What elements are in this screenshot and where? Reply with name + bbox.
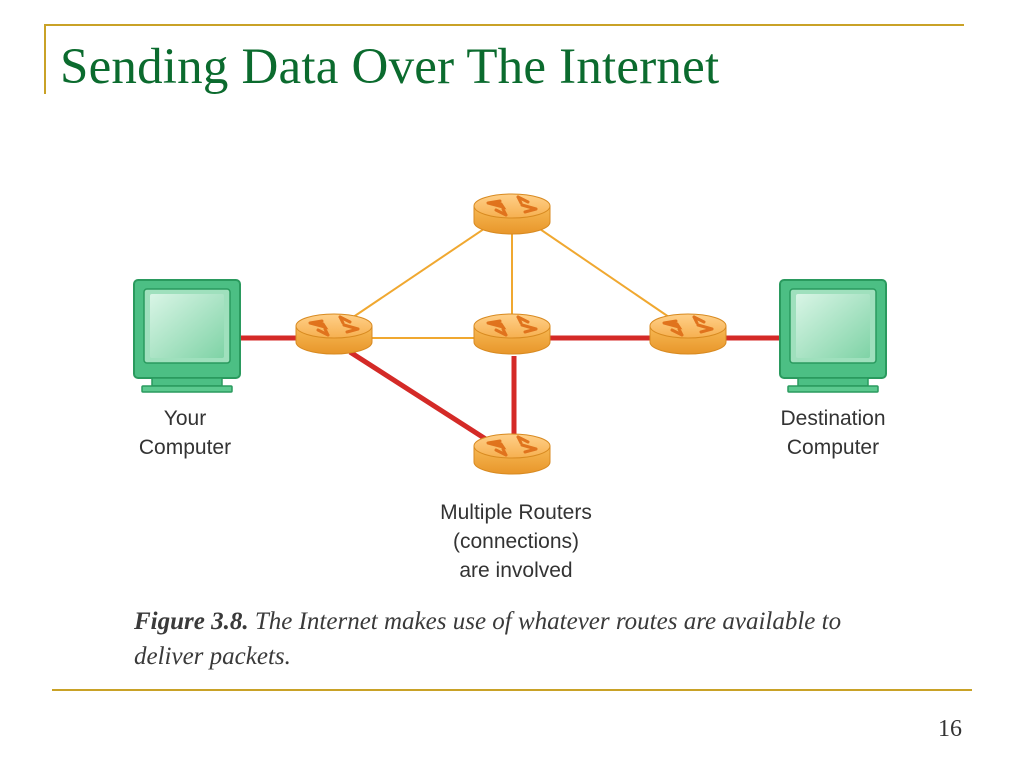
your-computer-label: Your Computer	[138, 407, 232, 459]
destination-computer-label: Destination Computer	[780, 407, 886, 459]
bottom-rule	[52, 689, 972, 691]
destination-computer-icon	[779, 279, 887, 393]
page-number: 16	[938, 716, 962, 742]
caption-text: The Internet makes use of whatever route…	[134, 608, 842, 670]
router-center-icon	[472, 312, 552, 356]
route-left-bottom	[348, 349, 497, 448]
top-rule	[44, 24, 964, 26]
slide-title: Sending Data Over The Internet	[60, 39, 720, 95]
left-rule	[44, 24, 46, 94]
active-route	[240, 335, 784, 448]
your-computer-icon	[133, 279, 241, 393]
router-bottom-icon	[472, 432, 552, 476]
router-left-icon	[294, 312, 374, 356]
routers-note: Multiple Routers (connections) are invol…	[440, 501, 592, 582]
figure-number: Figure 3.8.	[134, 608, 249, 635]
figure-caption: Figure 3.8. The Internet makes use of wh…	[134, 604, 854, 674]
router-top-icon	[472, 192, 552, 236]
router-right-icon	[648, 312, 728, 356]
